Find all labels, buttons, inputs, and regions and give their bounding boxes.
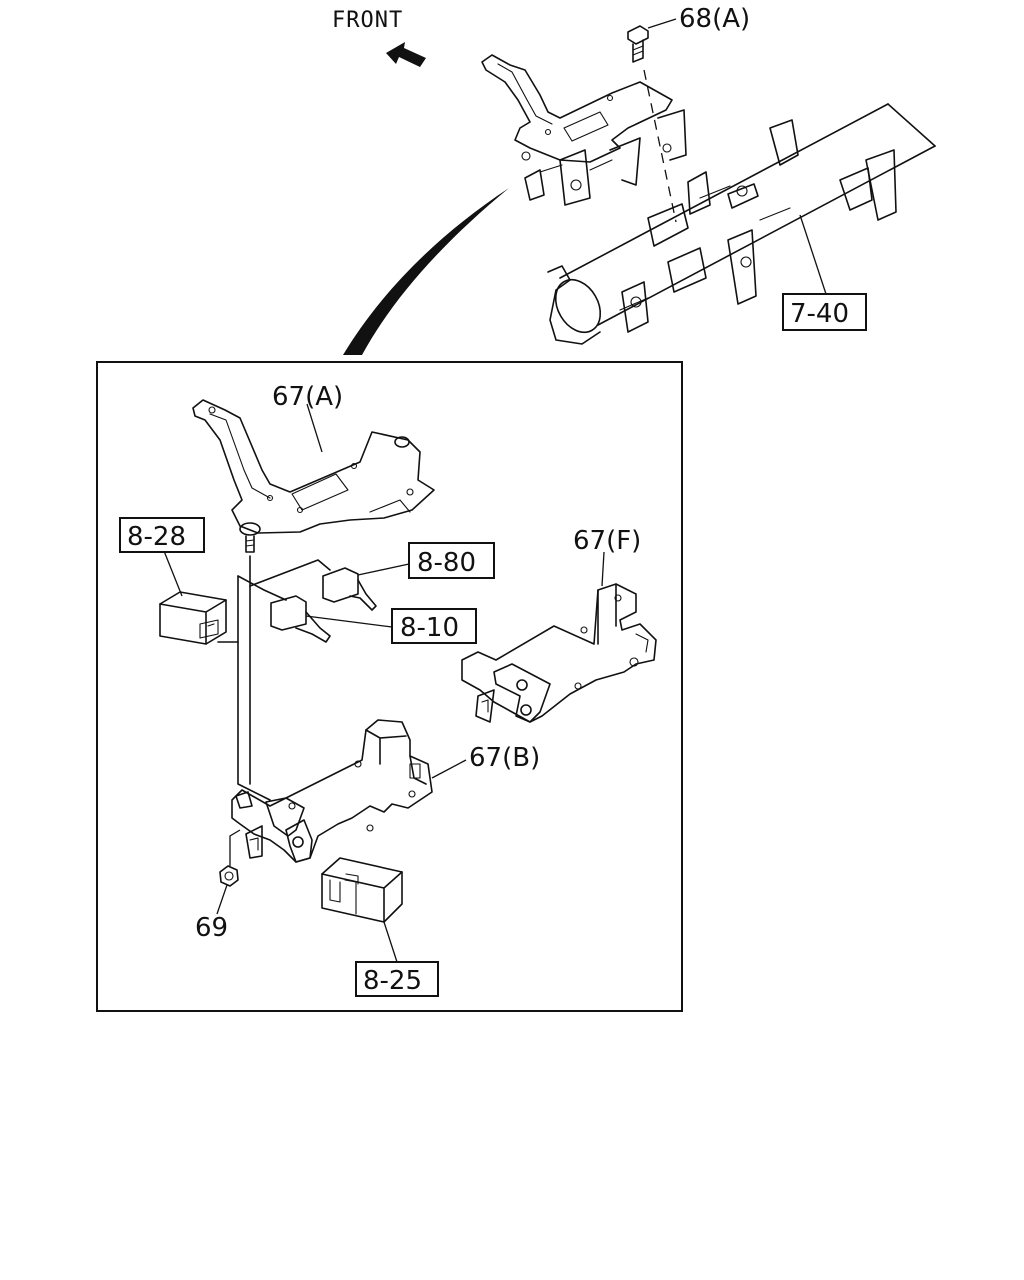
callout-8-80: 8-80 <box>417 548 476 578</box>
callout-67f: 67(F) <box>573 526 641 556</box>
connector-8-10-icon <box>270 595 331 643</box>
callout-8-28-box <box>119 517 205 553</box>
callout-67a: 67(A) <box>272 382 343 412</box>
nut-69-icon <box>219 865 239 887</box>
bracket-67b <box>231 719 433 863</box>
callout-8-80-box <box>408 542 495 579</box>
front-label: FRONT <box>332 8 403 33</box>
callout-67b: 67(B) <box>469 743 540 773</box>
module-8-25-icon <box>321 857 403 923</box>
callout-8-25-box <box>355 961 439 997</box>
callout-69: 69 <box>195 913 228 943</box>
cross-car-beam <box>547 103 936 345</box>
bracket-67f <box>461 583 657 723</box>
wiring-harness <box>217 555 331 801</box>
callout-8-10-box <box>391 608 477 644</box>
screw-icon <box>239 522 261 553</box>
callout-8-28: 8-28 <box>127 522 186 552</box>
bolt-68a-icon <box>627 25 649 63</box>
upper-bracket-assembly <box>481 54 687 206</box>
callout-68a: 68(A) <box>679 4 750 34</box>
detail-frame <box>96 361 683 1012</box>
callout-7-40: 7-40 <box>790 299 849 329</box>
callout-8-25: 8-25 <box>363 966 422 996</box>
callout-7-40-box <box>782 293 867 331</box>
front-arrow-icon <box>386 42 426 67</box>
callout-8-10: 8-10 <box>400 613 459 643</box>
relay-8-28-icon <box>159 591 227 645</box>
detail-pointer-arrow <box>343 188 509 355</box>
connector-8-80-icon <box>322 567 377 611</box>
bracket-67a <box>192 399 435 534</box>
